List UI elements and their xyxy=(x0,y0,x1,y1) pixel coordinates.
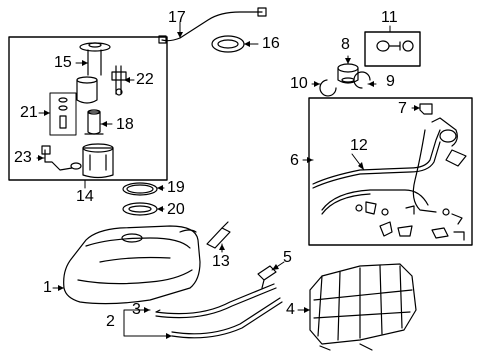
callout-18: 18 xyxy=(116,116,134,133)
part-15-flange xyxy=(79,42,111,76)
part-18-filter xyxy=(84,109,104,135)
part-2-strap xyxy=(171,297,283,339)
part-13-hose xyxy=(206,221,231,249)
part-17-vent-line xyxy=(158,7,267,44)
callout-7: 7 xyxy=(398,100,407,117)
callout-6: 6 xyxy=(290,152,299,169)
part-22-bracket xyxy=(111,65,127,96)
callout-23: 23 xyxy=(14,149,32,166)
part-19-gasket xyxy=(122,182,158,196)
callout-8: 8 xyxy=(341,36,350,53)
box-part-11 xyxy=(364,31,421,67)
leader-lines xyxy=(36,21,421,337)
part-23-sender xyxy=(41,145,82,171)
part-11-cap xyxy=(376,40,414,52)
box-filler-pipe xyxy=(308,97,473,246)
callout-13: 13 xyxy=(212,253,230,270)
part-21-kit xyxy=(49,92,77,136)
part-10-clamp xyxy=(319,79,337,97)
box-pump-assembly xyxy=(8,36,168,181)
filler-fittings xyxy=(355,201,465,241)
callout-4: 4 xyxy=(286,301,295,318)
callout-16: 16 xyxy=(262,35,280,52)
callout-5: 5 xyxy=(283,249,292,266)
part-3-strap xyxy=(155,283,277,319)
callout-9: 9 xyxy=(386,73,395,90)
part-9-clamp xyxy=(353,71,371,89)
callout-2: 2 xyxy=(106,313,115,330)
callout-15: 15 xyxy=(54,54,72,71)
callout-1: 1 xyxy=(43,279,52,296)
part-pump-body xyxy=(76,76,98,104)
part-20-ring xyxy=(122,202,158,216)
part-pump-bucket xyxy=(82,143,114,179)
callout-17: 17 xyxy=(168,9,186,26)
part-12-filler-pipe xyxy=(312,117,467,215)
part-16-lock-ring xyxy=(211,35,245,53)
callout-12: 12 xyxy=(350,137,368,154)
callout-22: 22 xyxy=(136,71,154,88)
callout-14: 14 xyxy=(76,188,94,205)
callout-19: 19 xyxy=(167,179,185,196)
part-1-fuel-tank xyxy=(63,225,201,305)
part-8-neck xyxy=(337,63,359,84)
part-5-bracket xyxy=(257,265,277,289)
part-7-bracket xyxy=(419,103,433,115)
callout-3: 3 xyxy=(132,301,141,318)
leader-arrowheads xyxy=(38,32,420,339)
callout-10: 10 xyxy=(290,75,308,92)
callout-21: 21 xyxy=(20,104,38,121)
callout-20: 20 xyxy=(167,201,185,218)
callout-11: 11 xyxy=(381,9,398,26)
part-4-protector xyxy=(309,263,417,351)
